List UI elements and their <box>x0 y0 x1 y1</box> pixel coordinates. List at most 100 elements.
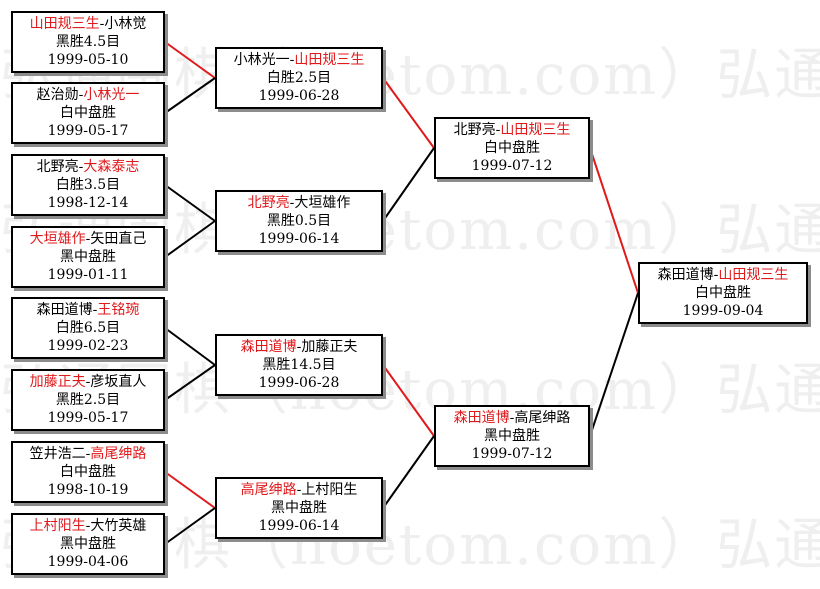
player-name: 森田道博 <box>657 267 714 283</box>
separator: - <box>509 410 515 426</box>
bracket-connector <box>589 292 639 437</box>
match-date: 1999-09-04 <box>682 303 764 319</box>
match-result: 黑中盘胜 <box>484 428 540 444</box>
winner-name: 山田规三生 <box>718 267 789 283</box>
player-name: 笠井浩二 <box>29 446 86 462</box>
match-date: 1999-05-17 <box>47 123 129 139</box>
bracket-connector <box>382 77 435 149</box>
bracket-connector <box>589 147 639 294</box>
match-result: 白胜3.5目 <box>55 177 121 193</box>
bracket-connector <box>164 184 216 222</box>
player-name: 矢田直己 <box>90 231 147 247</box>
match-result: 黑胜14.5目 <box>262 357 336 373</box>
match-players: 北野亮-山田规三生 <box>436 121 588 139</box>
winner-name: 山田规三生 <box>500 122 571 138</box>
match-players: 上村阳生-大竹英雄 <box>13 517 163 535</box>
separator: - <box>289 52 295 68</box>
match-date: 1999-05-17 <box>47 410 129 426</box>
separator: - <box>713 267 719 283</box>
player-name: 高尾绅路 <box>514 410 571 426</box>
match-result: 白中盘胜 <box>484 140 540 156</box>
separator: - <box>296 482 302 498</box>
match-players: 大垣雄作-矢田直己 <box>13 230 163 248</box>
match-result: 白胜6.5目 <box>55 320 121 336</box>
match-date: 1999-06-14 <box>258 231 340 247</box>
player-name: 加藤正夫 <box>301 339 358 355</box>
match-result: 黑中盘胜 <box>60 249 116 265</box>
match-players: 森田道博-山田规三生 <box>640 266 806 284</box>
winner-name: 森田道博 <box>453 410 510 426</box>
match-result: 黑胜2.5目 <box>55 392 121 408</box>
match-date: 1999-06-28 <box>258 88 340 104</box>
winner-name: 北野亮 <box>247 195 290 211</box>
match-box-round1-4: 大垣雄作-矢田直己黑中盘胜 1999-01-11 <box>11 226 165 288</box>
winner-name: 山田规三生 <box>294 52 365 68</box>
separator: - <box>85 446 91 462</box>
separator: - <box>85 374 91 390</box>
match-date: 1999-07-12 <box>471 446 553 462</box>
player-name: 大竹英雄 <box>90 518 147 534</box>
player-name: 北野亮 <box>36 159 79 175</box>
match-result: 白中盘胜 <box>60 464 116 480</box>
separator: - <box>92 302 98 318</box>
match-result: 黑中盘胜 <box>60 536 116 552</box>
bracket-connector <box>382 147 435 222</box>
bracket-connector <box>164 471 216 509</box>
match-date: 1999-07-12 <box>471 158 553 174</box>
match-date: 1999-01-11 <box>47 267 129 283</box>
player-name: 小林觉 <box>104 16 147 32</box>
player-name: 上村阳生 <box>301 482 358 498</box>
match-players: 森田道博-高尾绅路 <box>436 409 588 427</box>
winner-name: 上村阳生 <box>29 518 86 534</box>
match-players: 赵治勋-小林光一 <box>13 86 163 104</box>
match-date: 1999-04-06 <box>47 554 129 570</box>
match-players: 北野亮-大垣雄作 <box>217 194 381 212</box>
player-name: 赵治勋 <box>36 87 79 103</box>
match-result: 黑胜4.5目 <box>55 34 121 50</box>
separator: - <box>289 195 295 211</box>
player-name: 森田道博 <box>36 302 93 318</box>
separator: - <box>296 339 302 355</box>
separator: - <box>85 231 91 247</box>
match-date: 1999-06-14 <box>258 518 340 534</box>
match-result: 黑中盘胜 <box>271 500 327 516</box>
match-players: 山田规三生-小林觉 <box>13 15 163 33</box>
match-result: 白中盘胜 <box>695 285 751 301</box>
bracket-connector <box>164 41 216 79</box>
winner-name: 小林光一 <box>83 87 140 103</box>
separator: - <box>99 16 105 32</box>
match-date: 1998-10-19 <box>47 482 129 498</box>
match-date: 1999-05-10 <box>47 52 129 68</box>
match-players: 森田道博-王铭琬 <box>13 301 163 319</box>
separator: - <box>78 159 84 175</box>
bracket-connector <box>382 364 435 437</box>
bracket-connector <box>164 327 216 366</box>
match-date: 1998-12-14 <box>47 195 129 211</box>
player-name: 大垣雄作 <box>294 195 351 211</box>
winner-name: 森田道博 <box>240 339 297 355</box>
match-date: 1999-06-28 <box>258 375 340 391</box>
player-name: 彦坂直人 <box>90 374 147 390</box>
match-players: 森田道博-加藤正夫 <box>217 338 381 356</box>
separator: - <box>495 122 501 138</box>
separator: - <box>85 518 91 534</box>
winner-name: 山田规三生 <box>29 16 100 32</box>
winner-name: 王铭琬 <box>97 302 140 318</box>
bracket-connector <box>164 364 216 401</box>
bracket-connector <box>164 220 216 258</box>
match-result: 白中盘胜 <box>60 105 116 121</box>
bracket-connector <box>382 435 435 509</box>
match-result: 白胜2.5目 <box>266 70 332 86</box>
winner-name: 高尾绅路 <box>90 446 147 462</box>
separator: - <box>78 87 84 103</box>
